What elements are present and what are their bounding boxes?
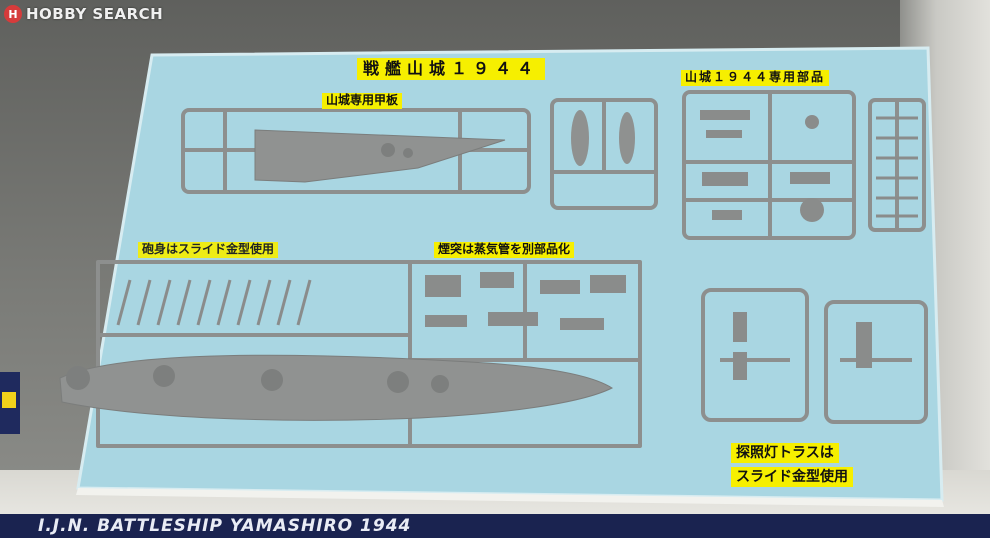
searchlight-label-line1: 探照灯トラスは — [731, 443, 839, 464]
searchlight-label-line2: スライド金型使用 — [731, 467, 853, 488]
hull-turrets — [66, 365, 449, 393]
deck-part — [254, 129, 506, 183]
board-edge — [76, 488, 944, 507]
truss-part — [733, 352, 747, 380]
truss-part — [733, 312, 747, 342]
hobby-search-logo-icon: H — [4, 5, 22, 23]
exclusive-parts-label: 山城１９４４専用部品 — [681, 70, 830, 86]
left-sign — [0, 372, 20, 434]
product-name-sign-text: I.J.N. BATTLESHIP YAMASHIRO 1944 — [38, 516, 412, 536]
product-name-sign: I.J.N. BATTLESHIP YAMASHIRO 1944 — [0, 514, 990, 538]
hobby-search-watermark: H HOBBY SEARCH — [4, 5, 163, 23]
exclusive-parts-sprue — [682, 90, 856, 240]
boat-sprue — [550, 98, 658, 210]
turret-ring — [403, 148, 413, 158]
ladder-parts — [876, 116, 918, 218]
searchlight-sprue-a — [701, 288, 809, 422]
boat-part — [619, 112, 635, 164]
searchlight-sprue-b — [824, 300, 928, 424]
funnel-label: 煙突は蒸気管を別部品化 — [434, 242, 575, 258]
watermark-text: HOBBY SEARCH — [26, 5, 164, 23]
left-sign-mark — [2, 392, 16, 408]
small-parts — [700, 110, 830, 222]
turret-ring — [381, 143, 395, 157]
hull-deck-part — [59, 354, 614, 421]
gun-barrels — [116, 279, 312, 326]
slide-mold-label: 砲身はスライド金型使用 — [138, 242, 279, 258]
product-title-label: 戦艦山城１９４４ — [357, 58, 546, 81]
narrow-sprue — [868, 98, 926, 232]
truss-part — [856, 322, 872, 368]
deck-label: 山城専用甲板 — [322, 93, 403, 109]
funnel-parts — [425, 272, 626, 330]
boat-part — [571, 110, 589, 166]
